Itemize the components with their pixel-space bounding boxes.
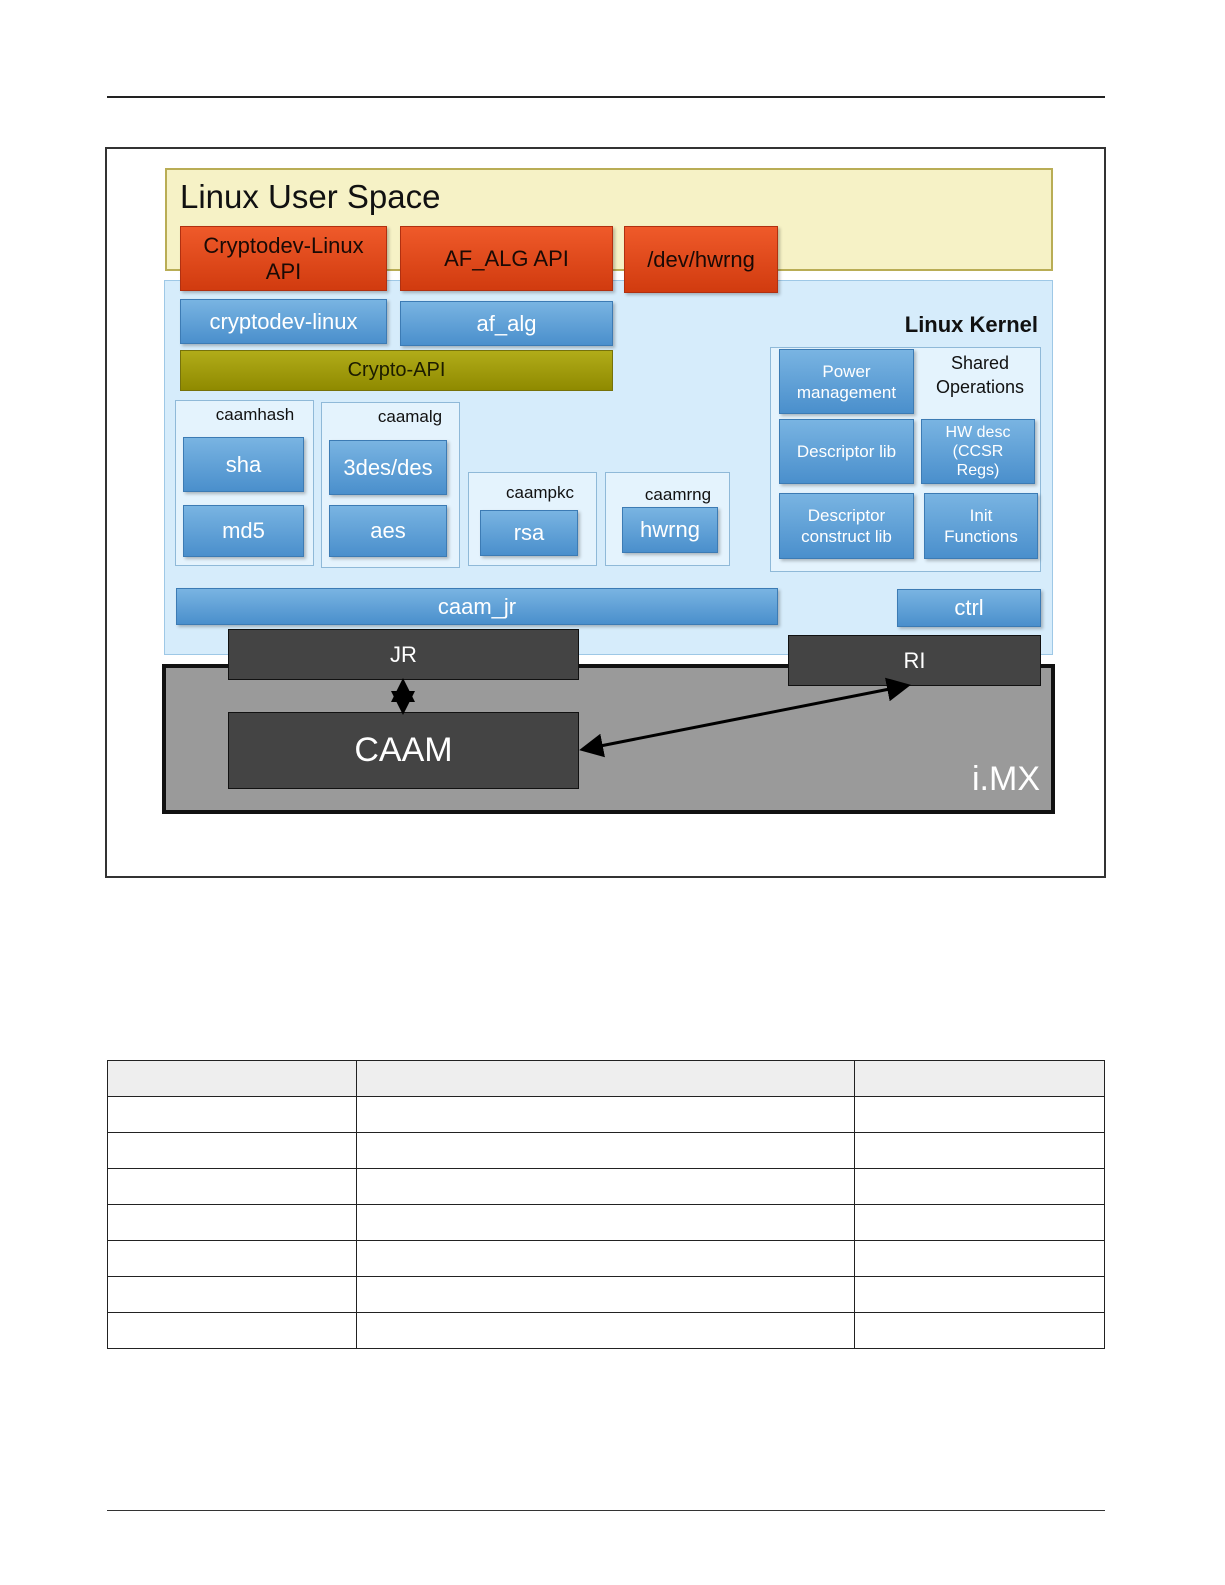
caam-jr-bar: caam_jr — [176, 588, 778, 625]
3des-des-box: 3des/des — [329, 440, 447, 495]
init-functions-box: Init Functions — [924, 493, 1038, 559]
imx-label: i.MX — [972, 760, 1040, 798]
table-cell — [107, 1096, 357, 1133]
user-space-title: Linux User Space — [180, 178, 441, 215]
table-row — [107, 1204, 1105, 1241]
table-cell — [107, 1132, 357, 1169]
table-cutoff — [100, 1390, 1110, 1410]
table-cell — [107, 1240, 357, 1277]
af-alg-box: af_alg — [400, 301, 613, 346]
cryptodev-linux-box: cryptodev-linux — [180, 299, 387, 344]
sha-box: sha — [183, 437, 304, 492]
caamalg-label: caamalg — [377, 407, 443, 426]
cryptodev-linux-api-box: Cryptodev-Linux API — [180, 226, 387, 291]
hwrng-box: hwrng — [622, 507, 718, 553]
table-cell — [854, 1240, 1105, 1277]
table-cell — [355, 1132, 856, 1169]
md5-box: md5 — [183, 505, 304, 557]
af-alg-api-box: AF_ALG API — [400, 226, 613, 291]
table-cell — [854, 1168, 1105, 1205]
caamrng-label: caamrng — [644, 485, 712, 504]
table-cell — [107, 1312, 357, 1349]
table-header-cell — [107, 1060, 357, 1097]
table-row — [107, 1312, 1105, 1349]
table-cell — [854, 1276, 1105, 1313]
table-cell — [355, 1096, 856, 1133]
header-rule — [107, 96, 1105, 98]
descriptor-construct-lib-box: Descriptor construct lib — [779, 493, 914, 559]
hw-desc-box: HW desc (CCSR Regs) — [921, 419, 1035, 484]
table-header-row — [107, 1060, 1105, 1097]
table-row — [107, 1276, 1105, 1313]
dev-hwrng-box: /dev/hwrng — [624, 226, 778, 293]
aes-box: aes — [329, 505, 447, 557]
table-cell — [854, 1096, 1105, 1133]
caampkc-label: caampkc — [505, 483, 575, 502]
table-row — [107, 1240, 1105, 1277]
table-cell — [355, 1204, 856, 1241]
table-cell — [107, 1204, 357, 1241]
table-row — [107, 1168, 1105, 1205]
table-cell — [854, 1312, 1105, 1349]
rsa-box: rsa — [480, 510, 578, 556]
ri-box: RI — [788, 635, 1041, 686]
kernel-title: Linux Kernel — [904, 312, 1038, 337]
table-cell — [355, 1276, 856, 1313]
power-management-box: Power management — [779, 349, 914, 414]
table-row — [107, 1096, 1105, 1133]
table-row — [107, 1132, 1105, 1169]
connector-arrows — [391, 677, 911, 758]
caam-box: CAAM — [228, 712, 579, 789]
table-cell — [107, 1276, 357, 1313]
table-cell — [355, 1240, 856, 1277]
shared-operations-label: Shared Operations — [935, 353, 1025, 397]
descriptor-lib-box: Descriptor lib — [779, 419, 914, 484]
table-cell — [854, 1132, 1105, 1169]
table-cell — [107, 1168, 357, 1205]
caamhash-label: caamhash — [215, 405, 295, 424]
table-header-cell — [355, 1060, 856, 1097]
crypto-api-bar: Crypto-API — [180, 350, 613, 391]
table-cell — [854, 1204, 1105, 1241]
caam-ri-arrow — [579, 677, 911, 758]
table-cell — [355, 1168, 856, 1205]
footer-rule — [107, 1510, 1105, 1511]
table-header-cell — [854, 1060, 1105, 1097]
data-table — [107, 1060, 1105, 1349]
table-cell — [355, 1312, 856, 1349]
ctrl-box: ctrl — [897, 589, 1041, 627]
figure-frame — [105, 147, 1106, 878]
